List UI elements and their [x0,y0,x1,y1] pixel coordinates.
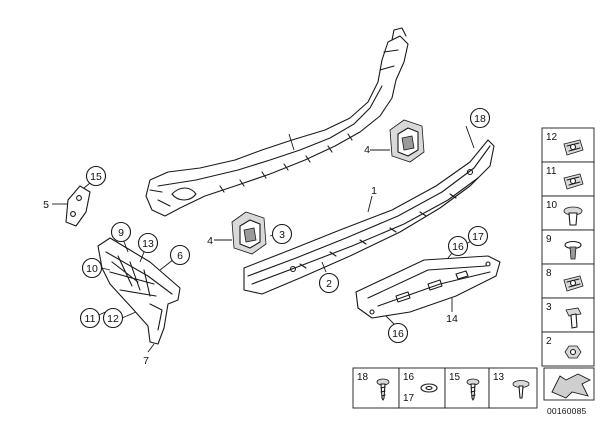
push-rivet-icon [564,240,582,260]
diagram-id-label: 00160085 [547,406,587,416]
side-part-number: 10 [546,200,558,211]
side-part-number: 12 [546,132,558,143]
washer-screw-icon [512,380,530,399]
callout-number: 6 [177,250,183,262]
callout-c6: 6 [169,244,191,266]
label-l4a: 4 [364,144,370,156]
side-part-cell: 12 [541,127,595,163]
label-l1: 1 [371,185,377,197]
round-callouts: 15 9 13 6 10 11 12 3 2 18 16 17 16 [79,107,491,344]
corner-arrow-box [543,367,595,401]
bottom-part-number: 17 [403,393,415,404]
label-l4b: 4 [207,235,213,247]
callout-number: 16 [392,328,404,340]
label-l7: 7 [143,355,149,367]
side-part-number: 2 [546,336,552,347]
side-part-cell: 10 [541,195,595,231]
callout-c15a: 15 [85,165,107,187]
hex-nut-icon [564,345,582,359]
label-l14: 14 [446,313,458,325]
side-part-cell: 3 [541,297,595,333]
callout-c16b: 16 [387,322,409,344]
bottom-part-cell: 13 [488,367,538,409]
small-bracket-part-5 [65,185,91,227]
bottom-part-cell: 18 [352,367,400,409]
hex-bolt-icon [565,307,582,329]
label-l5: 5 [43,199,49,211]
side-part-cell: 9 [541,229,595,265]
side-part-cell: 2 [541,331,595,367]
plain-labels: 5 4 4 1 14 7 [43,144,458,367]
callout-c18: 18 [469,107,491,129]
arrow-icon [551,373,592,399]
callout-number: 15 [90,171,102,183]
callout-number: 10 [86,263,98,275]
underbody-guard-part-14 [355,255,501,319]
side-part-cell: 11 [541,161,595,197]
screw-icon [376,378,390,401]
bottom-part-number: 18 [357,372,369,383]
screw-icon [466,378,480,401]
callout-number: 9 [118,227,124,239]
callout-number: 13 [142,238,154,250]
callout-c2: 2 [318,272,340,294]
bottom-part-cell: 15 [444,367,490,409]
bottom-part-number: 16 [403,372,415,383]
callout-c12: 12 [102,307,124,329]
side-part-number: 3 [546,302,552,313]
callout-number: 11 [85,313,96,325]
side-part-number: 8 [546,268,552,279]
side-part-number: 9 [546,234,552,245]
callout-c11: 11 [79,307,101,329]
mount-bracket-lower-part-4 [231,211,267,255]
bottom-part-number: 13 [493,372,505,383]
callout-number: 16 [452,241,464,253]
callout-c10: 10 [81,257,103,279]
callout-c17: 17 [467,225,489,247]
callout-number: 3 [279,229,285,241]
callout-c3: 3 [271,223,293,245]
clip-nut-icon [563,275,584,292]
clip-nut-icon [563,173,584,190]
callout-c13a: 13 [137,232,159,254]
callout-number: 17 [472,231,484,243]
bottom-part-number: 15 [449,372,461,383]
washer-icon [420,383,438,393]
expanding-rivet-icon [563,206,583,226]
side-part-number: 11 [546,166,557,177]
clip-nut-icon [563,139,584,156]
side-parts-column: 12 11 10 9 8 3 2 [541,127,595,367]
callout-number: 12 [107,313,119,325]
mount-bracket-upper-part-4 [389,119,425,163]
side-part-cell: 8 [541,263,595,299]
callout-number: 2 [326,278,332,290]
callout-number: 18 [474,113,486,125]
callout-c9: 9 [110,221,132,243]
side-bracket-part-7 [97,237,181,345]
upper-carrier-part-6 [145,27,409,217]
callout-c16a: 16 [447,235,469,257]
main-beam-part-1 [243,139,495,295]
